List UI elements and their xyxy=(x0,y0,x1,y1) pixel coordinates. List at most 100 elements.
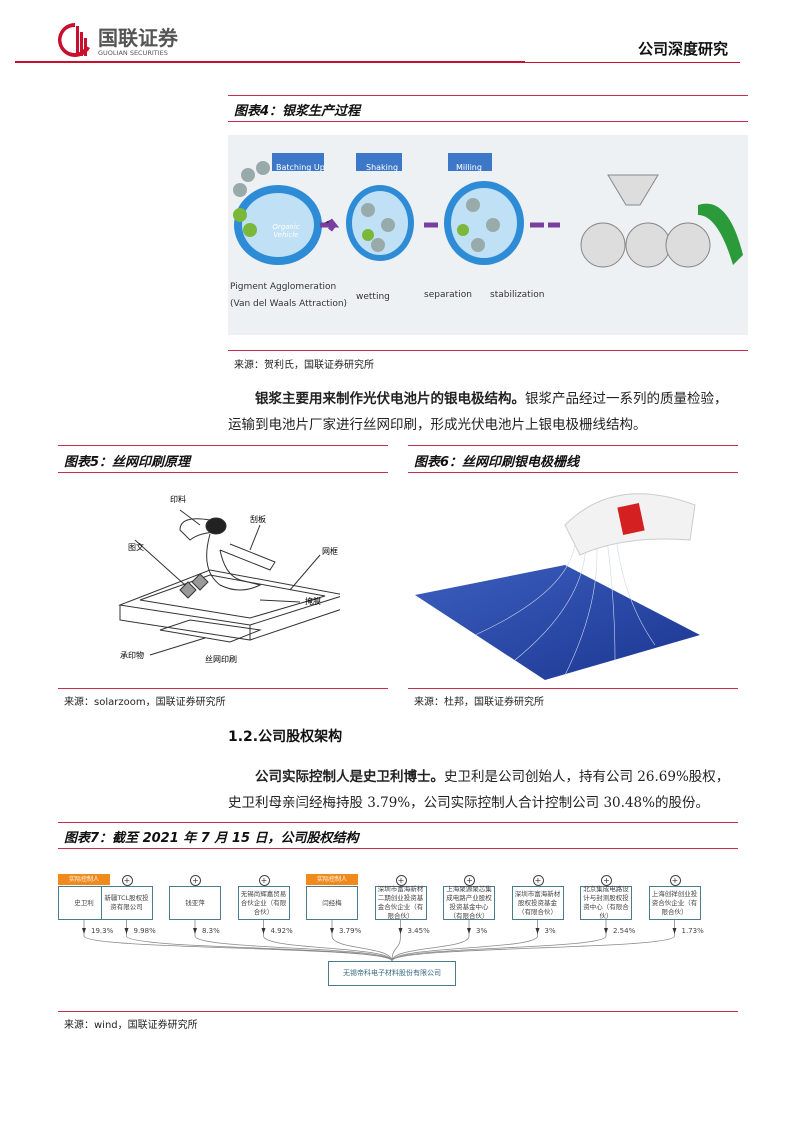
controller-tag: 实际控制人 xyxy=(58,874,110,885)
label: 掩膜 xyxy=(305,597,321,606)
divider xyxy=(408,688,738,689)
logo: 国联证券 GUOLIAN SECURITIES xyxy=(58,20,208,60)
label: 丝网印刷 xyxy=(205,655,237,664)
label: stabilization xyxy=(490,290,545,300)
divider xyxy=(58,848,738,849)
arrow-icon xyxy=(82,928,86,934)
shareholder-box: 上海聚源聚芯集成电路产业股权投资基金中心（有限合伙） xyxy=(443,885,495,920)
screen-printing-diagram: 印料 刮板 图文 网框 掩膜 承印物 丝网印刷 xyxy=(110,490,346,670)
header-divider xyxy=(15,61,525,63)
arrow-icon xyxy=(604,928,608,934)
figure-source: 来源：杜邦，国联证券研究所 xyxy=(414,697,544,708)
share-percentage: 2.54% xyxy=(613,927,636,935)
bold-lead: 公司实际控制人是史卫利博士。 xyxy=(255,769,444,785)
expand-plus-icon[interactable]: + xyxy=(669,875,681,886)
share-percentage: 9.98% xyxy=(133,927,156,935)
paragraph: 公司实际控制人是史卫利博士。史卫利是公司创始人，持有公司 26.69%股权，史卫… xyxy=(228,764,738,816)
figure-caption: 图表7：截至 2021 年 7 月 15 日，公司股权结构 xyxy=(64,831,359,846)
paragraph-text: 史卫利是公司创始人，持有公司 26.69%股权，史卫利母亲闫经梅持股 3.79%… xyxy=(228,769,730,811)
header-divider-thin xyxy=(525,62,740,63)
share-percentage: 1.73% xyxy=(681,927,704,935)
shareholder-box: 北京集成电路设计与封测股权投资中心（有限合伙） xyxy=(580,885,632,920)
divider xyxy=(58,472,388,473)
bold-lead: 银浆主要用来制作光伏电池片的银电极结构。 xyxy=(255,391,525,407)
divider xyxy=(58,1011,738,1012)
shareholder-box: 闫经梅 xyxy=(306,886,358,920)
label: 印料 xyxy=(170,495,186,504)
arrow-icon xyxy=(535,928,540,934)
ownership-line xyxy=(331,920,393,962)
ownership-line xyxy=(83,920,393,962)
shareholder-box: 新疆TCL股权投资有限公司 xyxy=(100,886,153,920)
expand-plus-icon[interactable]: + xyxy=(190,875,201,886)
divider xyxy=(408,445,738,446)
label: separation xyxy=(424,290,472,300)
divider xyxy=(228,121,748,122)
share-percentage: 3.79% xyxy=(339,927,362,935)
label: 图文 xyxy=(128,543,144,552)
arrow-icon xyxy=(124,928,129,934)
shareholder-box: 深圳市富海新材二期创业投资基金合伙企业（有限合伙） xyxy=(374,885,427,920)
ownership-line xyxy=(391,920,401,962)
label: 网框 xyxy=(322,547,338,556)
figure-caption: 图表4：银浆生产过程 xyxy=(234,104,361,119)
step-label: Shaking xyxy=(366,163,399,172)
ownership-line xyxy=(391,920,538,962)
figure-caption: 图表6：丝网印刷银电极栅线 xyxy=(414,455,580,470)
expand-plus-icon[interactable]: + xyxy=(532,875,544,886)
logo-text: 国联证券 xyxy=(98,26,178,50)
shareholder-box: 上海创祥创业投资合伙企业（有限合伙） xyxy=(648,886,701,920)
figure-source: 来源：solarzoom，国联证券研究所 xyxy=(64,697,226,708)
expand-plus-icon[interactable]: + xyxy=(258,875,270,886)
divider xyxy=(58,445,388,446)
label: (Van del Waals Attraction) xyxy=(230,299,348,309)
company-box: 无锡帝科电子材料股份有限公司 xyxy=(328,961,456,986)
figure-caption: 图表5：丝网印刷原理 xyxy=(64,455,191,470)
share-percentage: 4.92% xyxy=(270,927,293,935)
ownership-line xyxy=(194,920,393,962)
arrow-icon xyxy=(193,928,197,934)
shareholder-box: 深圳市富海新材股权投资基金（有限合伙） xyxy=(511,886,564,920)
expand-plus-icon[interactable]: + xyxy=(464,875,475,886)
divider xyxy=(228,350,748,351)
step-label: Milling xyxy=(456,163,482,172)
paragraph-text: 银浆产品经过一系列的质量检验，运输到电池片厂家进行丝网印刷，形成光伏电池片上银电… xyxy=(228,391,728,433)
section-heading: 1.2.公司股权架构 xyxy=(228,729,343,745)
expand-plus-icon[interactable]: + xyxy=(601,875,612,886)
share-percentage: 8.3% xyxy=(202,927,220,935)
figure-source: 来源：wind，国联证券研究所 xyxy=(64,1020,198,1031)
shareholder-box: 无锡尚辉嘉贸易合伙企业（有限合伙） xyxy=(237,886,290,920)
shareholder-box: 钱亚萍 xyxy=(169,886,221,920)
ownership-line xyxy=(391,920,675,962)
label: 刮板 xyxy=(250,515,266,524)
arrow-icon xyxy=(672,928,677,934)
share-percentage: 3% xyxy=(544,927,556,935)
label: 承印物 xyxy=(120,651,144,660)
step-label: Batching Up xyxy=(276,163,325,172)
share-percentage: 3% xyxy=(476,927,488,935)
share-percentage: 3.45% xyxy=(407,927,430,935)
divider xyxy=(58,688,388,689)
figure-source: 来源：贺利氏，国联证券研究所 xyxy=(234,360,374,371)
ownership-line xyxy=(391,920,470,962)
ownership-line xyxy=(263,920,393,962)
label: Pigment Agglomeration xyxy=(230,282,337,292)
label: wetting xyxy=(356,292,390,302)
arrow-icon xyxy=(330,928,334,934)
divider xyxy=(408,472,738,473)
ownership-line xyxy=(126,920,393,962)
divider xyxy=(228,95,748,96)
expand-plus-icon[interactable]: + xyxy=(395,875,407,886)
arrow-icon xyxy=(467,928,471,934)
paragraph: 银浆主要用来制作光伏电池片的银电极结构。银浆产品经过一系列的质量检验，运输到电池… xyxy=(228,386,738,438)
ownership-line xyxy=(391,920,607,962)
expand-plus-icon[interactable]: + xyxy=(121,875,133,886)
arrow-icon xyxy=(398,928,403,934)
silver-grid-image xyxy=(415,485,700,680)
report-type: 公司深度研究 xyxy=(638,40,729,58)
divider xyxy=(58,822,738,823)
center-label: Organic Vehicle xyxy=(272,223,300,239)
share-percentage: 19.3% xyxy=(91,927,114,935)
